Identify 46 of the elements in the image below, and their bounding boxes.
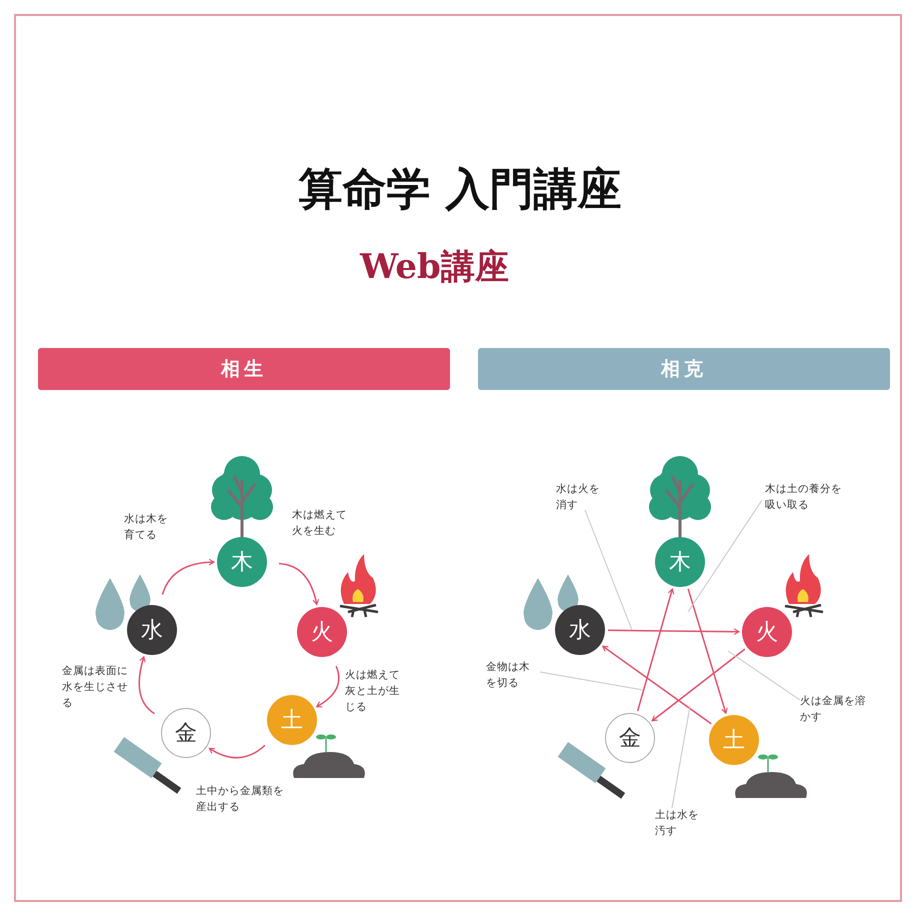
section-header-band	[478, 348, 890, 390]
element-name: 水	[569, 617, 591, 645]
arrow	[162, 558, 215, 595]
element-circle	[742, 607, 792, 657]
leader-line	[728, 650, 800, 700]
leader-line	[584, 510, 632, 630]
arrow	[316, 666, 340, 708]
element-circle	[709, 715, 759, 765]
annotation-text: 木は土の養分を吸い取る	[765, 482, 843, 513]
element-name: 木	[231, 549, 253, 577]
element-name: 水	[141, 617, 163, 645]
arrow	[138, 656, 155, 714]
element-circle	[555, 605, 605, 655]
arrow	[687, 588, 728, 714]
arrow	[208, 744, 266, 758]
element-name: 木	[669, 549, 691, 577]
element-circle	[161, 708, 211, 758]
element-name: 土	[281, 707, 303, 735]
annotation-text: 土は水を汚す	[655, 808, 700, 839]
leader-line	[540, 672, 644, 690]
element-circle	[297, 607, 347, 657]
element-circle	[605, 713, 655, 763]
arrow	[602, 646, 712, 724]
section-heading: 相克	[661, 357, 707, 382]
element-name: 火	[756, 619, 778, 647]
leader-line	[672, 706, 690, 808]
section-header-band	[38, 348, 450, 390]
element-name: 金	[619, 725, 641, 753]
arrow	[652, 648, 746, 722]
arrow	[636, 588, 674, 712]
element-name: 金	[175, 720, 197, 748]
subtitle: Web講座	[360, 246, 509, 289]
section-heading: 相生	[221, 357, 267, 382]
element-circle	[127, 605, 177, 655]
element-circle	[655, 537, 705, 587]
title: 算命学 入門講座	[297, 163, 623, 217]
element-name: 土	[723, 727, 745, 755]
element-circle	[217, 537, 267, 587]
annotation-text: 火は金属を溶かす	[800, 694, 867, 725]
annotation-text: 金物は木を切る	[486, 660, 531, 691]
element-name: 火	[311, 619, 333, 647]
element-circle	[267, 695, 317, 745]
annotation-text: 水は火を消す	[556, 482, 601, 513]
arrow	[608, 628, 740, 635]
arrow	[278, 562, 319, 606]
leader-line	[688, 500, 762, 612]
